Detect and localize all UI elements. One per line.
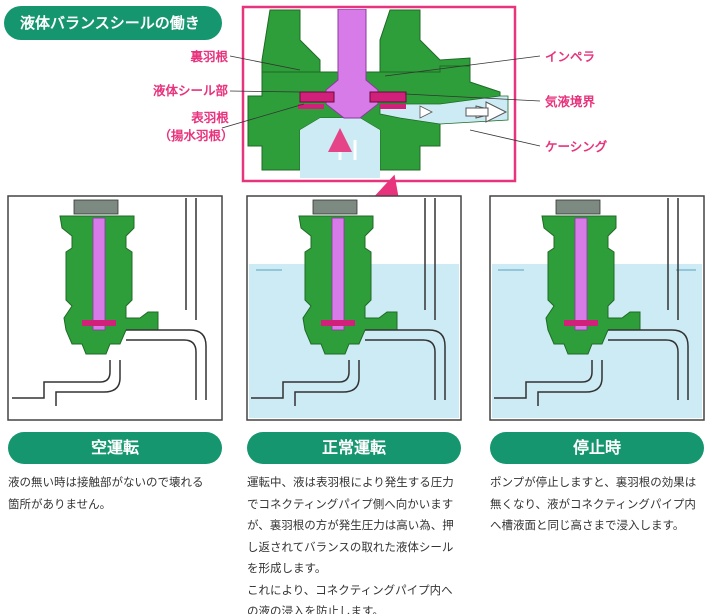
description-stopped: ポンプが停止しますと、裏羽根の効果は 無くなり、液がコネクティングパイプ内 へ槽… [490,472,708,537]
pump-body [298,199,398,355]
mode-label-dry-run: 空運転 [8,432,222,464]
panel-dry-run [7,195,223,421]
description-line: し返されてバランスの取れた液体シール [247,539,454,554]
section-title: 液体バランスシールの働き [4,6,222,40]
mode-label-normal-run: 正常運転 [247,432,461,464]
panel-normal-run [246,195,462,421]
mode-label-stopped: 停止時 [490,432,704,464]
description-line: ポンプが停止しますと、裏羽根の効果は [490,475,697,489]
description-line: 箇所がありません。 [8,496,112,511]
description-line: 運転中、液は表羽根により発生する圧力 [247,475,454,489]
description-line: の液の浸入を防止します。 [247,604,384,614]
label-back-vane: 裏羽根 [189,49,228,64]
description-line: が、裏羽根の方が発生圧力は高い為、押 [247,518,454,532]
label-impeller: インペラ [545,49,595,64]
pump-body [59,199,159,355]
pump-body [541,199,641,355]
description-line: でコネクティングパイプ側へ向かいます [247,496,454,511]
description-line: 無くなり、液がコネクティングパイプ内 [490,496,696,511]
description-normal-run: 運転中、液は表羽根により発生する圧力 でコネクティングパイプ側へ向かいます が、… [247,472,477,614]
description-line: を形成します。 [247,561,327,575]
label-front-vane-sub: （揚水羽根） [158,128,233,143]
detail-closeup: 裏羽根 液体シール部 表羽根 （揚水羽根） インペラ 気液境界 ケーシング [153,5,608,183]
label-front-vane: 表羽根 [190,110,229,125]
description-line: 液の無い時は接触部がないので壊れる [8,475,204,489]
label-casing: ケーシング [545,139,608,154]
description-line: へ槽液面と同じ高さまで浸入します。 [490,518,685,532]
label-gas-liquid-boundary: 気液境界 [545,94,596,109]
description-line: これにより、コネクティングパイプ内へ [247,582,453,597]
description-dry-run: 液の無い時は接触部がないので壊れる 箇所がありません。 [8,472,228,515]
label-seal-part: 液体シール部 [153,83,229,98]
panel-stopped [489,195,705,421]
